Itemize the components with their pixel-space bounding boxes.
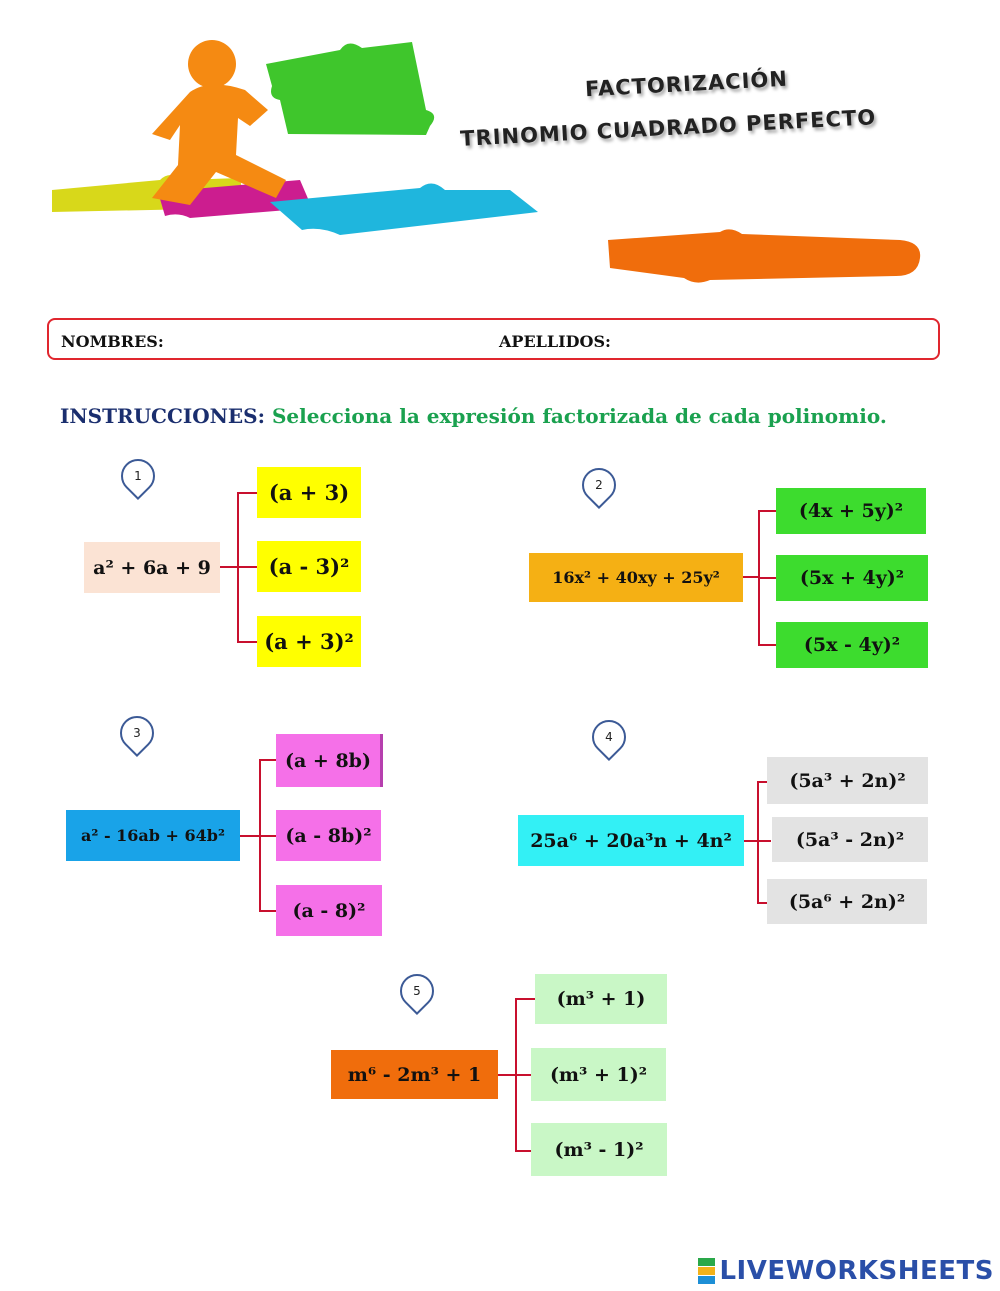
instructions-label: INSTRUCCIONES: — [60, 404, 265, 428]
exercise-2-option-2[interactable]: (5x + 4y)² — [776, 555, 928, 601]
exercise-2-connector — [743, 576, 759, 578]
liveworksheets-brand: LIVEWORKSHEETS — [719, 1256, 994, 1286]
exercise-1-connector — [220, 566, 238, 568]
exercise-1-polynomial: a² + 6a + 9 — [84, 542, 220, 593]
exercise-2-number-badge: 2 — [574, 460, 624, 510]
title-line-1: FACTORIZACIÓN — [584, 66, 789, 102]
exercise-5-option-1[interactable]: (m³ + 1) — [535, 974, 667, 1024]
surnames-label: APELLIDOS: — [499, 332, 611, 351]
exercise-3-connector — [240, 835, 260, 837]
exercise-4-polynomial: 25a⁶ + 20a³n + 4n² — [518, 815, 744, 866]
exercise-3-option-1[interactable]: (a + 8b) — [276, 734, 383, 787]
exercise-1-option-3[interactable]: (a + 3)² — [257, 616, 361, 667]
exercise-4-option-2[interactable]: (5a³ - 2n)² — [772, 817, 928, 862]
exercise-1-number-badge: 1 — [113, 451, 163, 501]
exercise-4-option-3[interactable]: (5a⁶ + 2n)² — [767, 879, 927, 924]
exercise-3-option-2[interactable]: (a - 8b)² — [276, 810, 381, 861]
liveworksheets-logo: LIVEWORKSHEETS — [698, 1255, 994, 1287]
exercise-3-option-3[interactable]: (a - 8)² — [276, 885, 382, 936]
live-badge-icon — [698, 1258, 716, 1284]
exercise-2-option-1[interactable]: (4x + 5y)² — [776, 488, 926, 534]
header-illustration — [40, 30, 560, 260]
exercise-5-polynomial: m⁶ - 2m³ + 1 — [331, 1050, 498, 1099]
exercise-5-number-badge: 5 — [392, 966, 442, 1016]
instructions-text: Selecciona la expresión factorizada de c… — [271, 404, 887, 428]
exercise-3-polynomial: a² - 16ab + 64b² — [66, 810, 240, 861]
student-name-box[interactable]: NOMBRES: APELLIDOS: — [47, 318, 940, 360]
exercise-5-option-3[interactable]: (m³ - 1)² — [531, 1123, 667, 1176]
exercise-1-option-2[interactable]: (a - 3)² — [257, 541, 361, 592]
exercise-2-option-3[interactable]: (5x - 4y)² — [776, 622, 928, 668]
exercise-3-number-badge: 3 — [112, 708, 162, 758]
exercise-4-option-1[interactable]: (5a³ + 2n)² — [767, 757, 928, 804]
exercise-4-number-badge: 4 — [584, 712, 634, 762]
exercise-2-polynomial: 16x² + 40xy + 25y² — [529, 553, 743, 602]
exercise-1-option-1[interactable]: (a + 3) — [257, 467, 361, 518]
exercise-5-option-2[interactable]: (m³ + 1)² — [531, 1048, 666, 1101]
names-label: NOMBRES: — [61, 332, 164, 351]
orange-puzzle-piece — [600, 228, 930, 288]
exercise-5-connector — [498, 1074, 516, 1076]
exercise-4-connector — [744, 840, 758, 842]
instructions: INSTRUCCIONES: Selecciona la expresión f… — [60, 404, 887, 428]
